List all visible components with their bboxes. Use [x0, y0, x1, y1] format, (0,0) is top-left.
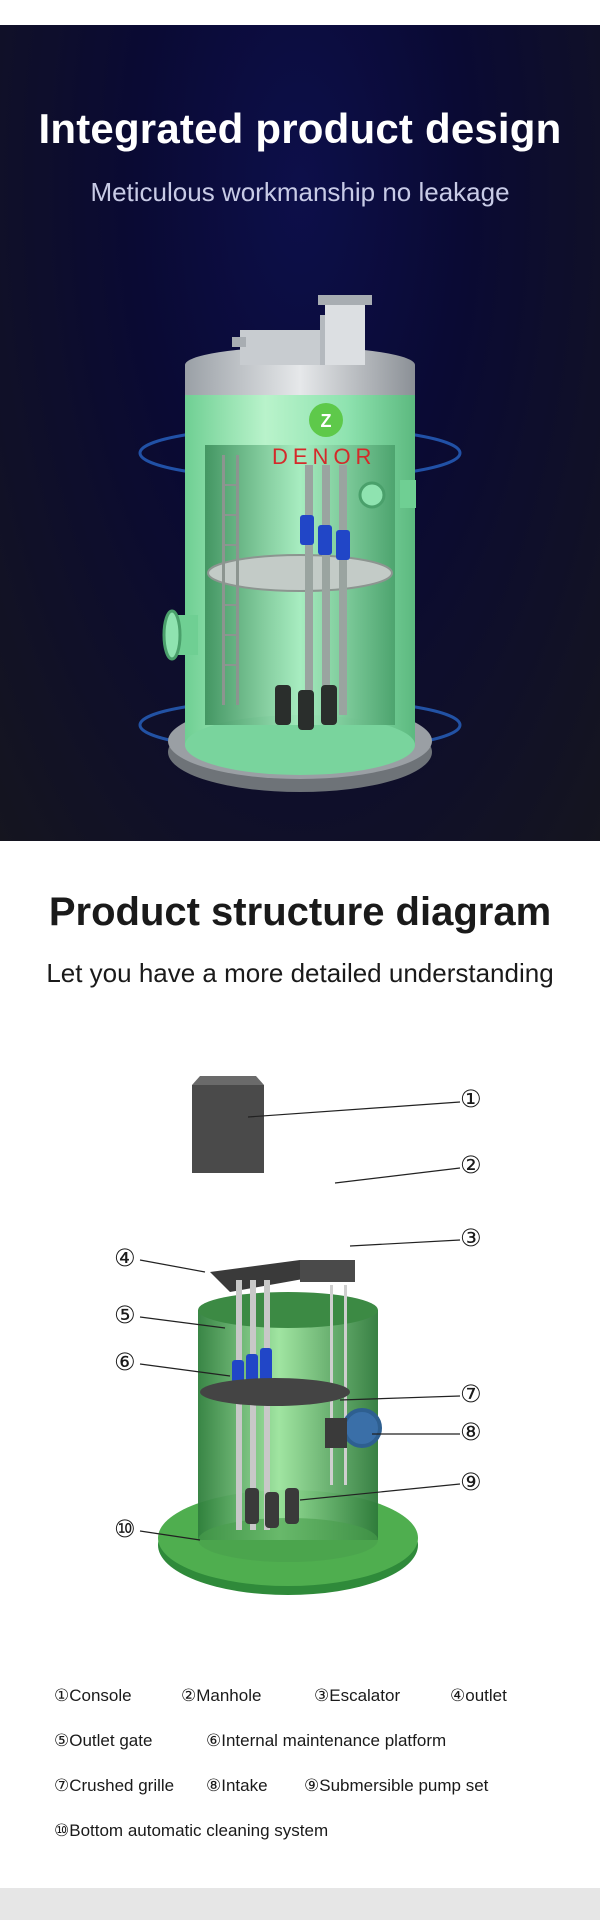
structure-subtitle: Let you have a more detailed understandi… [46, 958, 554, 988]
legend-item-manhole: ②Manhole [181, 1686, 262, 1705]
tank-render-image: Z [138, 295, 462, 792]
footer-strip [0, 1888, 600, 1920]
svg-text:Z: Z [321, 411, 332, 431]
callout-9: ⑨ [460, 1469, 482, 1496]
callout-10: ⑩ [114, 1516, 136, 1543]
legend-item-outlet-gate: ⑤Outlet gate [54, 1731, 153, 1750]
brand-logo-text: DENOR [272, 444, 377, 469]
legend-item-bottom-cleaning-system: ⑩Bottom automatic cleaning system [54, 1821, 329, 1840]
legend-item-escalator: ③Escalator [314, 1686, 401, 1705]
callout-7: ⑦ [460, 1381, 482, 1408]
legend-row: ⑩Bottom automatic cleaning system [54, 1821, 574, 1866]
legend-item-console: ①Console [54, 1686, 132, 1705]
legend-item-intake: ⑧Intake [206, 1776, 268, 1795]
callout-6: ⑥ [114, 1349, 136, 1376]
structure-diagram-image [139, 1076, 461, 1595]
legend-item-outlet: ④outlet [450, 1686, 507, 1705]
hero-banner: Z Integrated product design Meticulous w… [0, 25, 600, 841]
legend-item-maintenance-platform: ⑥Internal maintenance platform [206, 1731, 447, 1750]
component-legend: ①Console ②Manhole ③Escalator ④outlet ⑤Ou… [54, 1686, 574, 1866]
legend-row: ①Console ②Manhole ③Escalator ④outlet [54, 1686, 574, 1731]
callout-5: ⑤ [114, 1302, 136, 1329]
callout-1: ① [460, 1086, 482, 1113]
callout-4: ④ [114, 1245, 136, 1272]
hero-subtitle: Meticulous workmanship no leakage [90, 177, 510, 207]
legend-row: ⑦Crushed grille ⑧Intake ⑨Submersible pum… [54, 1776, 574, 1821]
legend-row: ⑤Outlet gate ⑥Internal maintenance platf… [54, 1731, 574, 1776]
callout-3: ③ [460, 1225, 482, 1252]
callout-2: ② [460, 1152, 482, 1179]
structure-title: Product structure diagram [48, 890, 552, 934]
legend-item-crushed-grille: ⑦Crushed grille [54, 1776, 175, 1795]
callout-8: ⑧ [460, 1419, 482, 1446]
legend-item-submersible-pump-set: ⑨Submersible pump set [304, 1776, 489, 1795]
hero-title: Integrated product design [38, 105, 562, 152]
